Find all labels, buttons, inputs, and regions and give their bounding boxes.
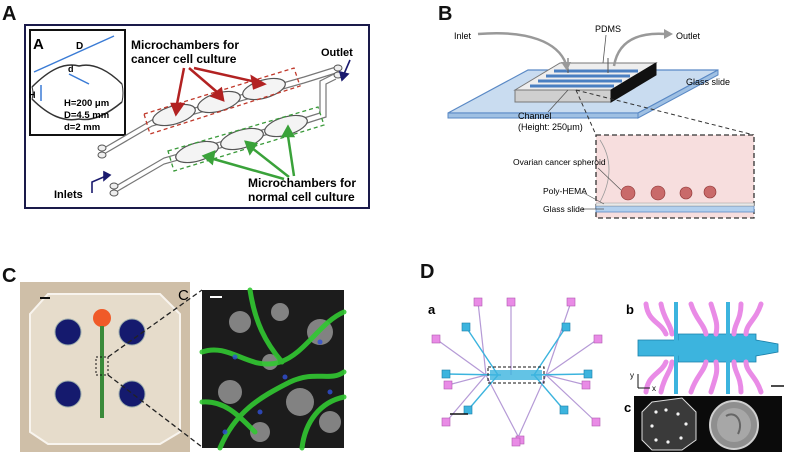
cancer-chamber-1 (152, 103, 196, 127)
zoom-glass (595, 205, 755, 213)
panel-b-figure: Inlet PDMS Outlet Glass slide Channel (H… (447, 24, 755, 219)
inset-d-arrow (68, 73, 90, 85)
cancer-label-line2: cancer cell culture (131, 52, 237, 66)
lower-channel (115, 72, 337, 193)
well-2 (118, 318, 146, 346)
panel-c-letter: C (2, 265, 17, 287)
inlets-arrow (91, 175, 107, 193)
glass-slide-top-label: Glass slide (686, 77, 730, 87)
sub-letter-b: b (626, 302, 634, 317)
channel-label-1: Channel (518, 111, 552, 121)
well-1 (54, 318, 82, 346)
normal-label-line1: Microchambers for (248, 176, 356, 190)
spheroid-label: Ovarian cancer spheroid (513, 157, 606, 167)
axis-y-label: y (630, 371, 634, 380)
zoom-polyhema (595, 202, 755, 207)
panel-d-letter: D (420, 261, 435, 283)
well-4 (118, 380, 146, 408)
spec-d: d=2 mm (64, 122, 100, 133)
inset-letter: A (33, 36, 44, 53)
inset-D-arrow (33, 35, 115, 73)
sub-letter-c-d: c (624, 400, 631, 415)
cancer-label-line1: Microchambers for (131, 38, 239, 52)
normal-dashed-box (167, 106, 325, 172)
axis-x-label: x (652, 384, 656, 393)
star-device (431, 297, 603, 447)
outlet-arrow (343, 59, 351, 75)
inset-d-label: d (68, 64, 74, 74)
red-port (93, 309, 111, 327)
panel-d-figure: a b (428, 297, 784, 452)
outlet-arrow-b (612, 32, 667, 67)
cancer-dashed-box (143, 67, 301, 135)
sub-letter-a: a (428, 302, 436, 317)
panel-a-letter: A (2, 3, 17, 25)
inset-chamber (31, 64, 123, 121)
green-vessels (199, 287, 347, 451)
spec-H: H=200 μm (64, 98, 109, 109)
channel-closeup (637, 301, 784, 395)
inlets-label: Inlets (54, 189, 83, 201)
spec-D: D=4.5 mm (64, 110, 109, 121)
channel-label-2: (Height: 250μm) (518, 122, 583, 132)
green-channel (100, 326, 104, 418)
panel-a-inset (29, 29, 126, 136)
inset-D-label: D (76, 41, 83, 52)
outlet-label-b: Outlet (676, 31, 701, 41)
inset-H-label: H (29, 90, 36, 100)
glass-slide-bottom-label: Glass slide (543, 204, 585, 214)
panel-a-figure: A D d H H=200 μm D=4.5 mm d=2 mm Microch… (24, 24, 370, 209)
panel-c-figure: C (20, 282, 347, 452)
pdms-label: PDMS (595, 24, 621, 34)
sub-letter-c: C (178, 287, 189, 304)
spheroids (620, 185, 717, 201)
normal-label-line2: normal cell culture (248, 190, 355, 204)
panel-b-letter: B (438, 3, 453, 25)
green-arrows (201, 124, 296, 181)
inlet-arrow (477, 32, 568, 65)
well-3 (54, 380, 82, 408)
outlet-label: Outlet (321, 47, 353, 59)
inlet-label: Inlet (454, 31, 472, 41)
polyhema-label: Poly-HEMA (543, 186, 587, 196)
red-arrows (170, 66, 267, 117)
